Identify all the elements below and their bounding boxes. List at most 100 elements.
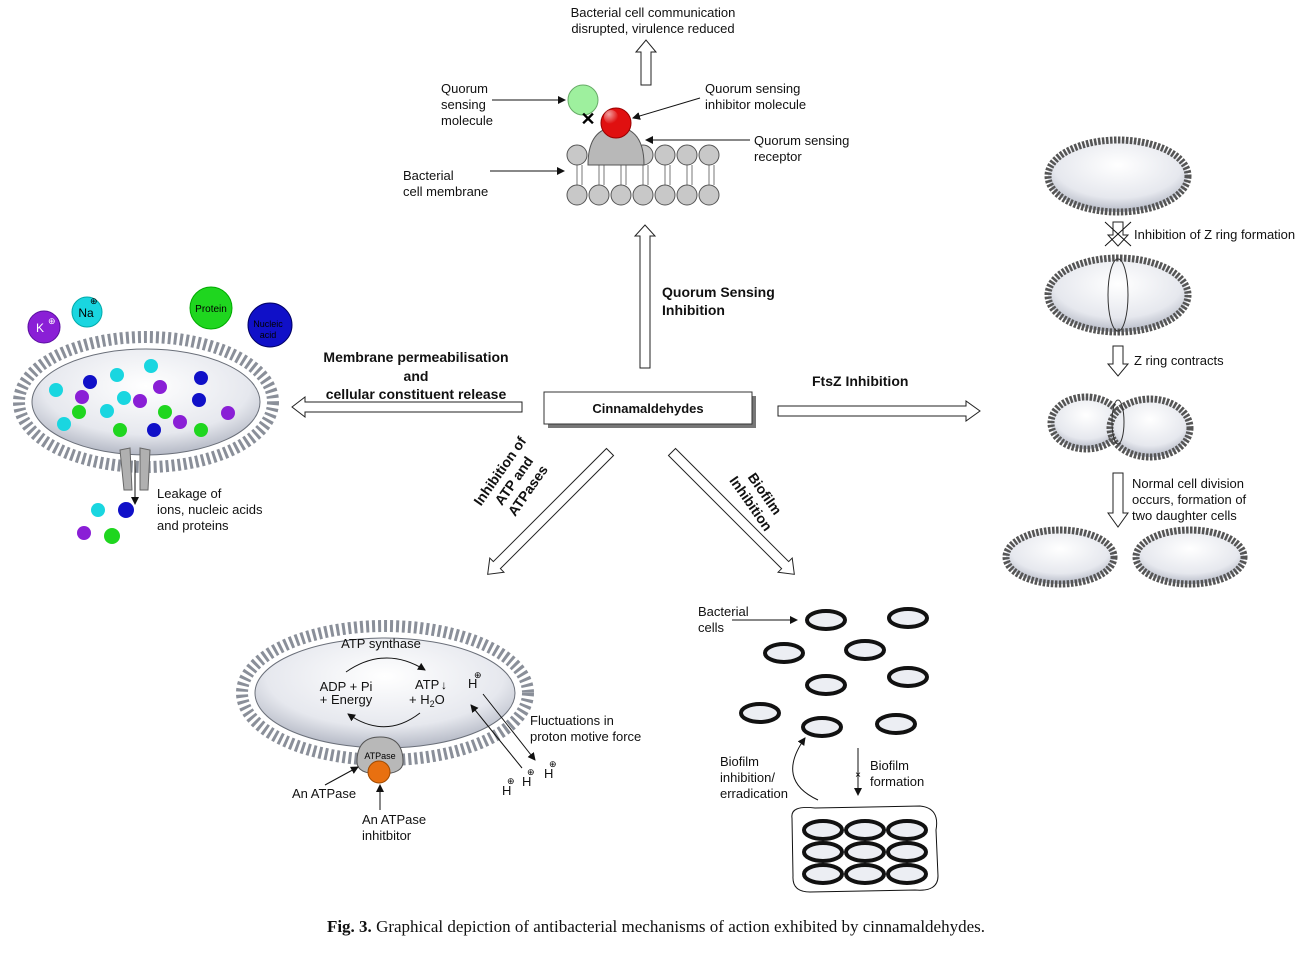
membrane-bilayer-outer	[13, 331, 279, 473]
ion-k-large	[27, 310, 61, 344]
qs-molecule	[567, 84, 599, 116]
leaked-protein	[104, 528, 120, 544]
qs-inhibitor-pointer	[632, 97, 701, 120]
qs-result-1: Bacterial cell communication	[571, 5, 736, 20]
biofilm-formation-label-2: formation	[870, 774, 924, 789]
ion-na	[117, 391, 131, 405]
arrow-to-ftsz	[777, 400, 981, 422]
h-out-3-charge: ⊕	[549, 759, 557, 769]
ion-k	[153, 380, 167, 394]
ion-k-charge: ⊕	[48, 316, 56, 326]
biofilm-panel: Bacterial cells × Biofilm formation Biof…	[698, 604, 939, 893]
h-out-3: H	[544, 766, 553, 781]
arrow-to-membrane	[291, 395, 523, 419]
qs-receptor-label-1: Quorum sensing	[754, 133, 849, 148]
atp-synthesis-arc	[345, 657, 426, 673]
ftsz-step2-label: Z ring contracts	[1134, 353, 1224, 368]
atp-panel: ATP synthase ADP + Pi + Energy ATP ↓ + H…	[236, 620, 641, 843]
planktonic-cell	[875, 713, 917, 735]
biofilm-cell	[802, 819, 844, 841]
atpase-inhibitor-label-2: inhitbitor	[362, 828, 412, 843]
atp-product: ATP	[415, 677, 439, 692]
ion-nucleic	[83, 375, 97, 389]
quorum-panel: Bacterial cell communication disrupted, …	[403, 5, 849, 206]
atp-water-o: O	[435, 692, 445, 707]
ion-k	[133, 394, 147, 408]
nucleic-label-2: acid	[260, 330, 277, 340]
atpase-inhibitor-label-1: An ATPase	[362, 812, 426, 827]
ion-na-label: Na	[78, 306, 94, 320]
qs-inhibitor-shine	[604, 110, 618, 124]
biofilm-cell	[844, 841, 886, 863]
atp-reactants-1: ADP + Pi	[320, 679, 373, 694]
ftsz-cell-2	[1044, 254, 1192, 336]
biofilm-formation-mark: ×	[855, 770, 861, 781]
h-out-2: H	[522, 774, 531, 789]
planktonic-cell	[887, 607, 929, 629]
h-out-1-charge: ⊕	[507, 776, 515, 786]
nucleic-label-1: Nucleic	[253, 319, 283, 329]
leakage-label-2: ions, nucleic acids	[157, 502, 263, 517]
pmf-label-1: Fluctuations in	[530, 713, 614, 728]
h-inside-charge: ⊕	[474, 670, 482, 680]
ion-k	[173, 415, 187, 429]
caption-prefix: Fig. 3.	[327, 917, 372, 936]
qs-membrane-label-2: cell membrane	[403, 184, 488, 199]
qs-inhibitor-label-1: Quorum sensing	[705, 81, 800, 96]
atp-down-arrow: ↓	[441, 678, 447, 692]
ion-na	[57, 417, 71, 431]
biofilm-cells	[802, 819, 928, 885]
arrow-to-biofilm	[667, 447, 795, 575]
ion-k-label: K	[36, 321, 44, 335]
atp-synthase-label: ATP synthase	[341, 636, 421, 651]
biofilm-matrix	[791, 805, 939, 893]
biofilm-inhibition-label-1: Biofilm	[720, 754, 759, 769]
ion-protein	[113, 423, 127, 437]
qs-molecule-label-3: molecule	[441, 113, 493, 128]
ftsz-step3-arrow	[1107, 472, 1129, 528]
protein-label: Protein	[195, 304, 227, 315]
center-label: Cinnamaldehydes	[592, 401, 703, 416]
planktonic-cell	[805, 674, 847, 696]
planktonic-cell	[801, 716, 843, 738]
h-inside: H	[468, 676, 477, 691]
proton-out-arrow	[482, 693, 536, 761]
membrane-label-3: cellular constituent release	[326, 386, 507, 402]
biofilm-cell	[844, 863, 886, 885]
planktonic-cell	[844, 639, 886, 661]
ftsz-constricting-ring	[1111, 399, 1125, 445]
bacterial-cells-label-1: Bacterial	[698, 604, 749, 619]
biofilm-formation-label-1: Biofilm	[870, 758, 909, 773]
atp-water: + H2O	[409, 692, 445, 709]
atp-cell-body	[254, 637, 516, 749]
ion-na	[110, 368, 124, 382]
ftsz-block-b	[1104, 221, 1132, 247]
ftsz-panel: Inhibition of Z ring formation Z ring co…	[1002, 136, 1295, 588]
qs-block-cross: ✕	[580, 109, 595, 129]
ion-na	[144, 359, 158, 373]
biofilm-cell	[802, 863, 844, 885]
planktonic-cells	[739, 607, 929, 738]
ion-nucleic	[147, 423, 161, 437]
ftsz-step3-label-1: Normal cell division	[1132, 476, 1244, 491]
arrow-to-atp	[487, 447, 615, 575]
ion-k	[75, 390, 89, 404]
atp-water-h: + H	[409, 692, 430, 707]
ftsz-step2-arrow	[1106, 345, 1130, 377]
main-arrows	[291, 224, 981, 575]
ion-protein	[72, 405, 86, 419]
caption-text: Graphical depiction of antibacterial mec…	[372, 917, 985, 936]
atp-reactants-2: + Energy	[320, 692, 373, 707]
biofilm-cell	[886, 841, 928, 863]
protein-large	[189, 286, 233, 330]
ion-nucleic	[192, 393, 206, 407]
ftsz-step1-label: Inhibition of Z ring formation	[1134, 227, 1295, 242]
ftsz-step3-label-3: two daughter cells	[1132, 508, 1237, 523]
qs-result-arrow	[634, 39, 658, 86]
membrane-label-2: and	[404, 368, 429, 384]
ftsz-step3-label-2: occurs, formation of	[1132, 492, 1247, 507]
biofilm-cell	[886, 819, 928, 841]
ftsz-label: FtsZ Inhibition	[812, 373, 908, 389]
planktonic-cell	[763, 642, 805, 664]
